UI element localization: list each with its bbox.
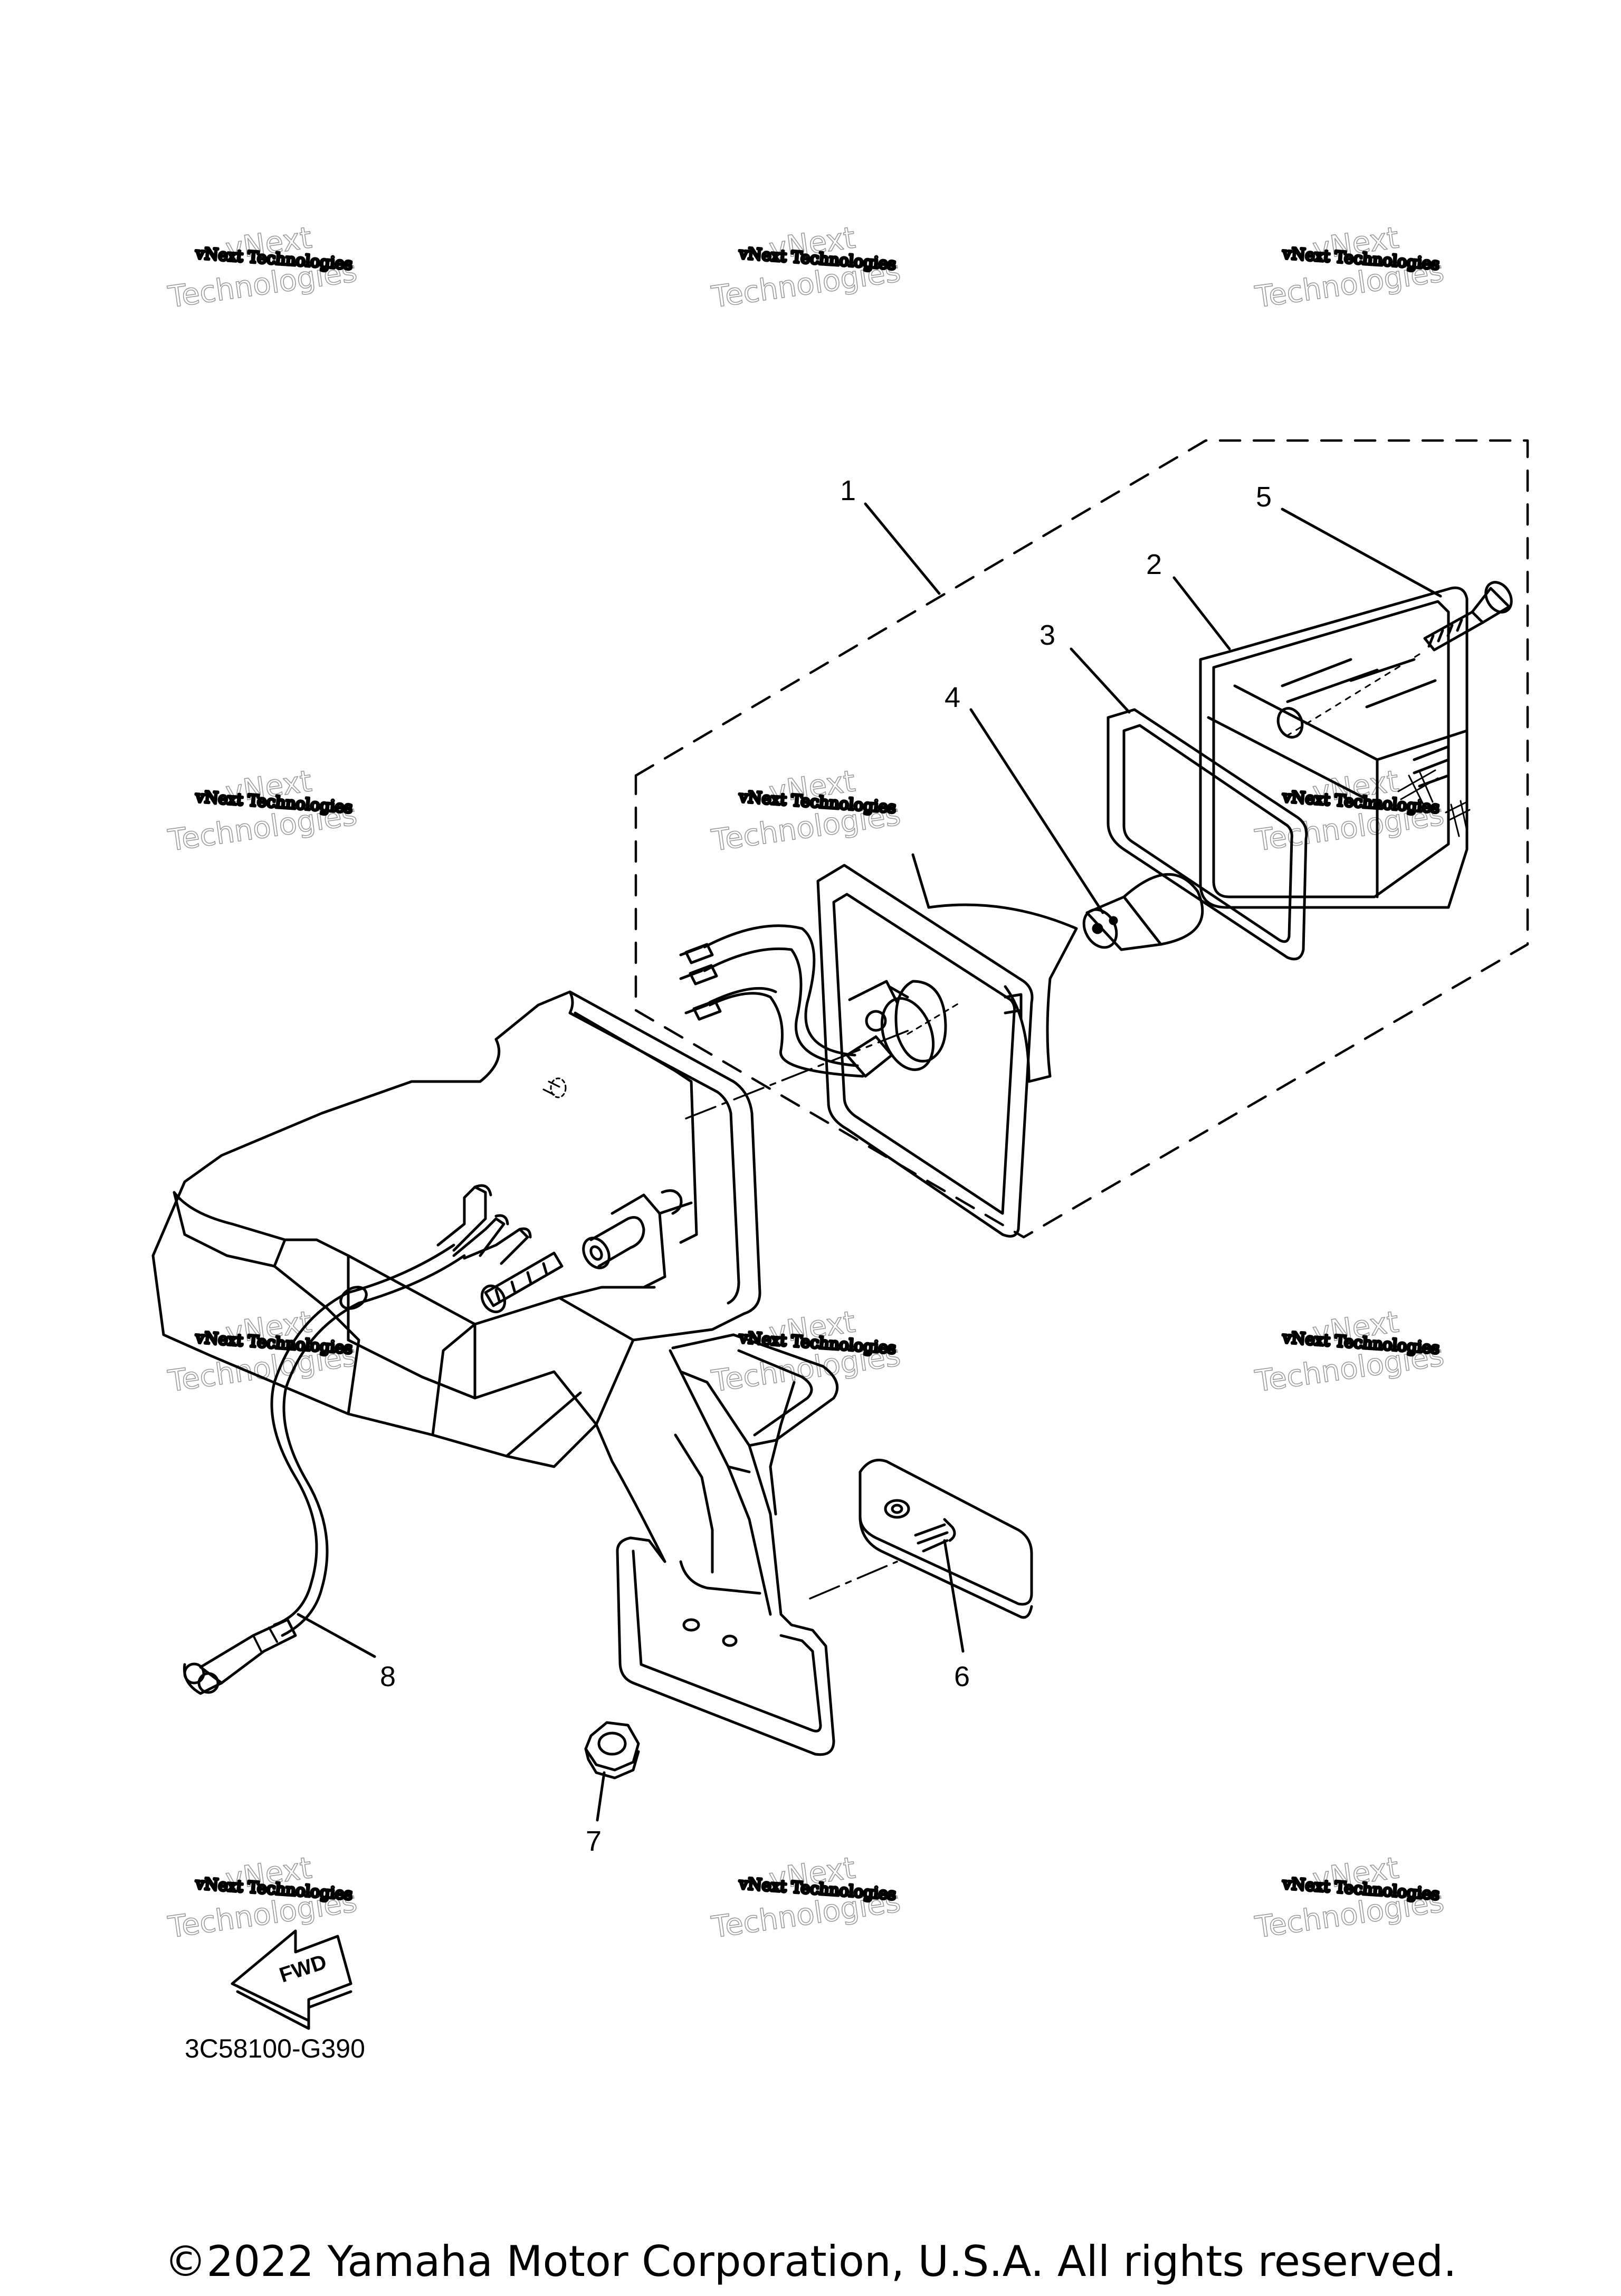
watermark: Technologies vNext vNext Technologies xyxy=(1253,220,1447,315)
watermark: Technologies vNext vNext Technologies xyxy=(166,1850,360,1945)
callout-3: 3 xyxy=(1040,619,1055,651)
leader-line-4 xyxy=(969,708,1104,914)
axis-line-dash xyxy=(809,1561,898,1600)
watermark-group: Technologies vNext vNext Technologies Te… xyxy=(166,220,1447,1945)
callout-2: 2 xyxy=(1146,549,1162,580)
leader-line-5 xyxy=(1281,508,1442,598)
leader-line-8 xyxy=(297,1613,376,1658)
part-wires-harness xyxy=(679,924,893,1078)
leader-line-3 xyxy=(1070,647,1131,714)
axis-line-dash xyxy=(685,1028,914,1120)
part-screw xyxy=(1423,581,1513,652)
watermark: Technologies vNext vNext Technologies xyxy=(166,763,360,858)
part-gasket xyxy=(1107,708,1308,961)
assembly-boundary-dashed xyxy=(634,439,1529,1239)
callout-4: 4 xyxy=(945,682,960,713)
leader-line-2 xyxy=(1172,576,1231,650)
watermark: Technologies vNext vNext Technologies xyxy=(1253,1850,1447,1945)
watermark: Technologies vNext vNext Technologies xyxy=(166,220,360,315)
part-reflector xyxy=(859,1459,1033,1619)
watermark: Technologies vNext vNext Technologies xyxy=(166,1304,360,1399)
callout-1: 1 xyxy=(840,475,856,506)
part-tail-housing xyxy=(151,990,761,1468)
watermark: Technologies vNext vNext Technologies xyxy=(1253,1304,1447,1399)
watermark: Technologies vNext vNext Technologies xyxy=(709,220,903,315)
callout-6: 6 xyxy=(954,1661,970,1692)
watermark: Technologies vNext vNext Technologies xyxy=(709,1850,903,1945)
diagram-code: 3C58100-G390 xyxy=(185,2034,365,2063)
copyright-notice: ©2022 Yamaha Motor Corporation, U.S.A. A… xyxy=(164,2237,1457,2286)
part-connector-plugs xyxy=(436,1184,532,1265)
part-lens xyxy=(1199,586,1471,909)
part-bulb xyxy=(1082,873,1204,951)
part-plate-bracket xyxy=(595,1333,839,1756)
part-nut xyxy=(584,1721,640,1780)
watermark: Technologies vNext vNext Technologies xyxy=(709,763,903,858)
watermark: Technologies vNext vNext Technologies xyxy=(1253,763,1447,858)
callout-7: 7 xyxy=(586,1825,602,1857)
part-wire-lead xyxy=(183,1243,466,1695)
part-housing-bolt xyxy=(480,1189,683,1314)
fwd-arrow-icon: FWD xyxy=(231,1929,352,2030)
leader-line-7 xyxy=(596,1771,606,1822)
leader-line-1 xyxy=(864,502,941,595)
screw-axis-dotted xyxy=(1281,653,1420,740)
fwd-label: FWD xyxy=(276,1950,329,1987)
part-lamp-base xyxy=(816,853,1078,1238)
callout-8: 8 xyxy=(380,1661,396,1692)
callout-5: 5 xyxy=(1256,481,1272,513)
leader-line-6 xyxy=(943,1539,965,1653)
